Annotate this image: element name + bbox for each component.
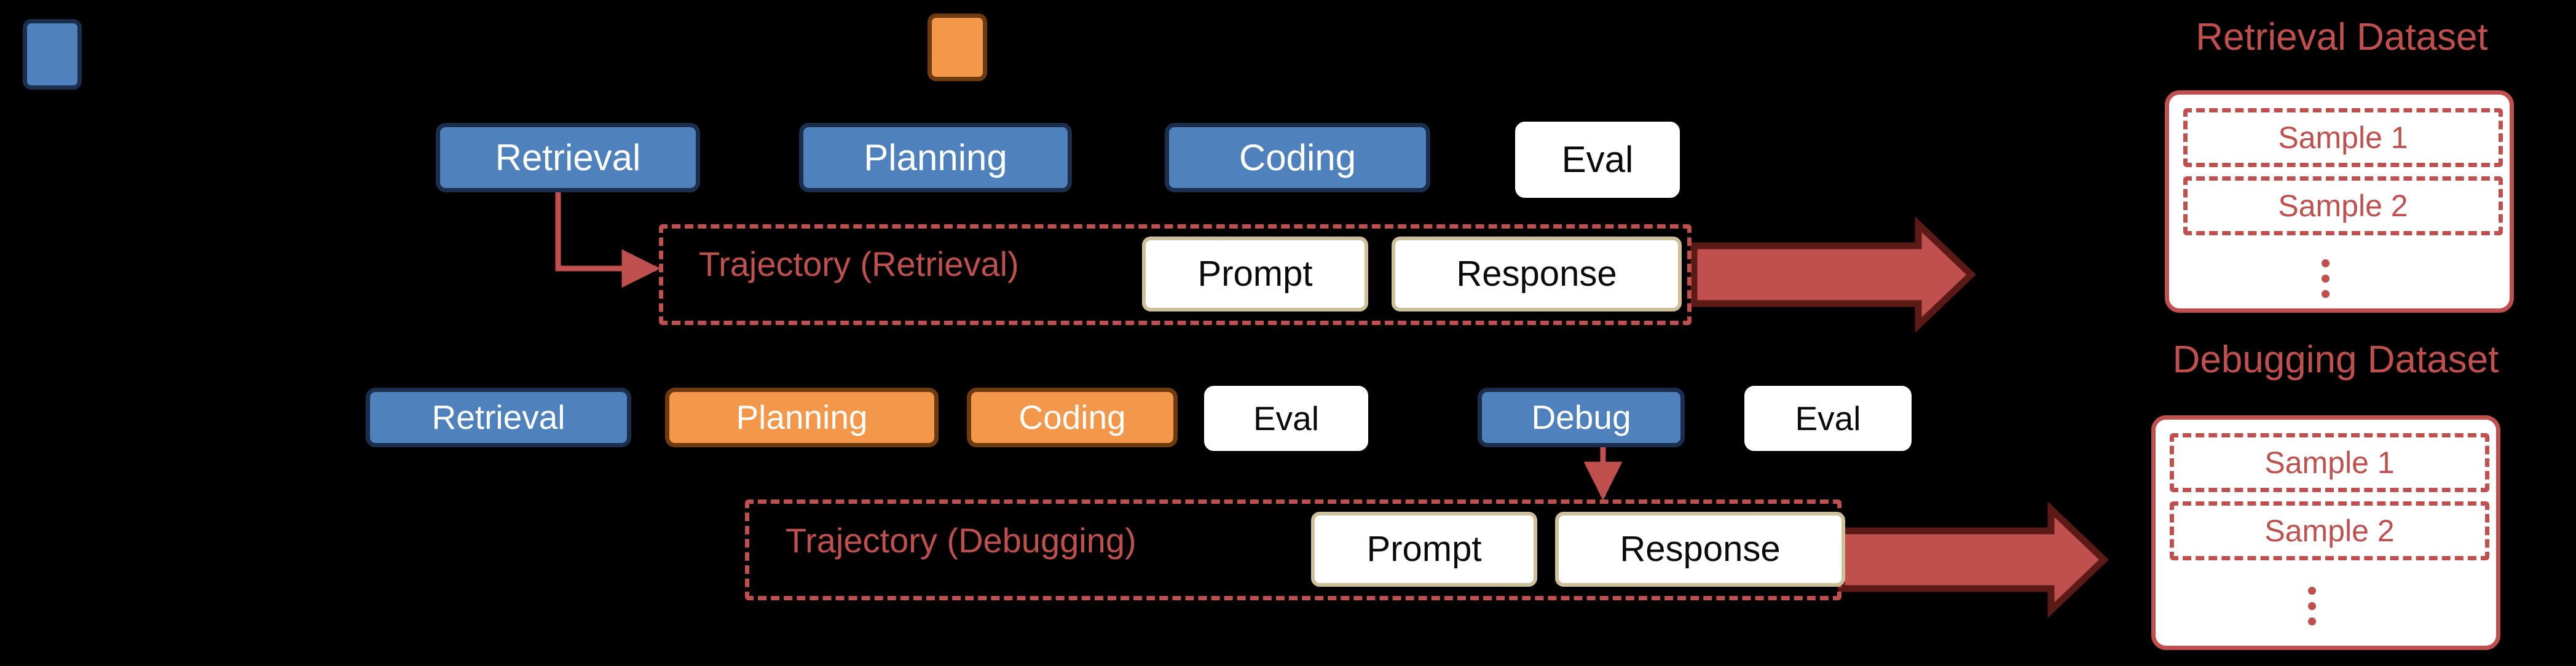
node-retrieval-row2[interactable]: Retrieval bbox=[366, 388, 631, 447]
chip-label: Prompt bbox=[1366, 529, 1482, 569]
legend-orange-swatch bbox=[928, 14, 987, 81]
node-coding-row1[interactable]: Coding bbox=[1165, 123, 1430, 192]
node-label: Coding bbox=[1239, 136, 1357, 178]
block-arrow-debugging bbox=[1838, 501, 2109, 618]
sample-label: Sample 2 bbox=[2264, 514, 2395, 548]
dataset-title-retrieval: Retrieval Dataset bbox=[2196, 16, 2488, 58]
chip-prompt-debugging[interactable]: Prompt bbox=[1311, 512, 1537, 587]
block-arrow-retrieval bbox=[1690, 216, 1976, 333]
trajectory-label-debugging: Trajectory (Debugging) bbox=[786, 521, 1136, 560]
node-label: Retrieval bbox=[495, 136, 641, 178]
node-planning-row1[interactable]: Planning bbox=[799, 123, 1072, 192]
chip-label: Response bbox=[1456, 254, 1617, 294]
node-coding-row2[interactable]: Coding bbox=[967, 388, 1178, 447]
sample-box[interactable]: Sample 1 bbox=[2183, 108, 2503, 167]
chip-prompt-retrieval[interactable]: Prompt bbox=[1142, 237, 1368, 311]
chip-response-retrieval[interactable]: Response bbox=[1392, 237, 1682, 311]
node-label: Eval bbox=[1795, 399, 1861, 437]
node-label: Coding bbox=[1018, 398, 1126, 436]
sample-label: Sample 2 bbox=[2278, 189, 2408, 223]
chip-label: Prompt bbox=[1197, 254, 1313, 294]
node-retrieval-row1[interactable]: Retrieval bbox=[436, 123, 700, 192]
vertical-ellipsis-icon bbox=[2308, 587, 2316, 625]
connector-retrieval-to-trajectory bbox=[555, 192, 661, 288]
node-label: Eval bbox=[1253, 399, 1319, 437]
node-label: Retrieval bbox=[431, 398, 565, 436]
sample-box[interactable]: Sample 2 bbox=[2170, 501, 2489, 560]
vertical-ellipsis-icon bbox=[2322, 259, 2330, 298]
dataset-panel-debugging: Sample 1 Sample 2 bbox=[2151, 415, 2500, 650]
trajectory-label-retrieval: Trajectory (Retrieval) bbox=[699, 245, 1019, 283]
node-label: Debug bbox=[1531, 398, 1631, 436]
dataset-panel-retrieval: Sample 1 Sample 2 bbox=[2165, 90, 2514, 313]
node-eval-row1[interactable]: Eval bbox=[1515, 122, 1680, 198]
trajectory-box-retrieval bbox=[659, 224, 1692, 325]
dataset-title-debugging: Debugging Dataset bbox=[2172, 339, 2499, 381]
node-label: Planning bbox=[864, 136, 1007, 178]
node-eval-row2-second[interactable]: Eval bbox=[1744, 386, 1912, 451]
chip-response-debugging[interactable]: Response bbox=[1555, 512, 1845, 587]
node-label: Eval bbox=[1561, 139, 1634, 180]
sample-box[interactable]: Sample 2 bbox=[2183, 176, 2503, 235]
sample-label: Sample 1 bbox=[2264, 445, 2395, 480]
legend-blue-swatch bbox=[23, 19, 82, 90]
node-label: Planning bbox=[736, 398, 868, 436]
sample-box[interactable]: Sample 1 bbox=[2170, 433, 2489, 492]
node-planning-row2[interactable]: Planning bbox=[665, 388, 939, 447]
node-eval-row2-first[interactable]: Eval bbox=[1204, 386, 1368, 451]
sample-label: Sample 1 bbox=[2278, 120, 2408, 155]
node-debug-row2[interactable]: Debug bbox=[1478, 388, 1685, 447]
chip-label: Response bbox=[1620, 529, 1781, 569]
